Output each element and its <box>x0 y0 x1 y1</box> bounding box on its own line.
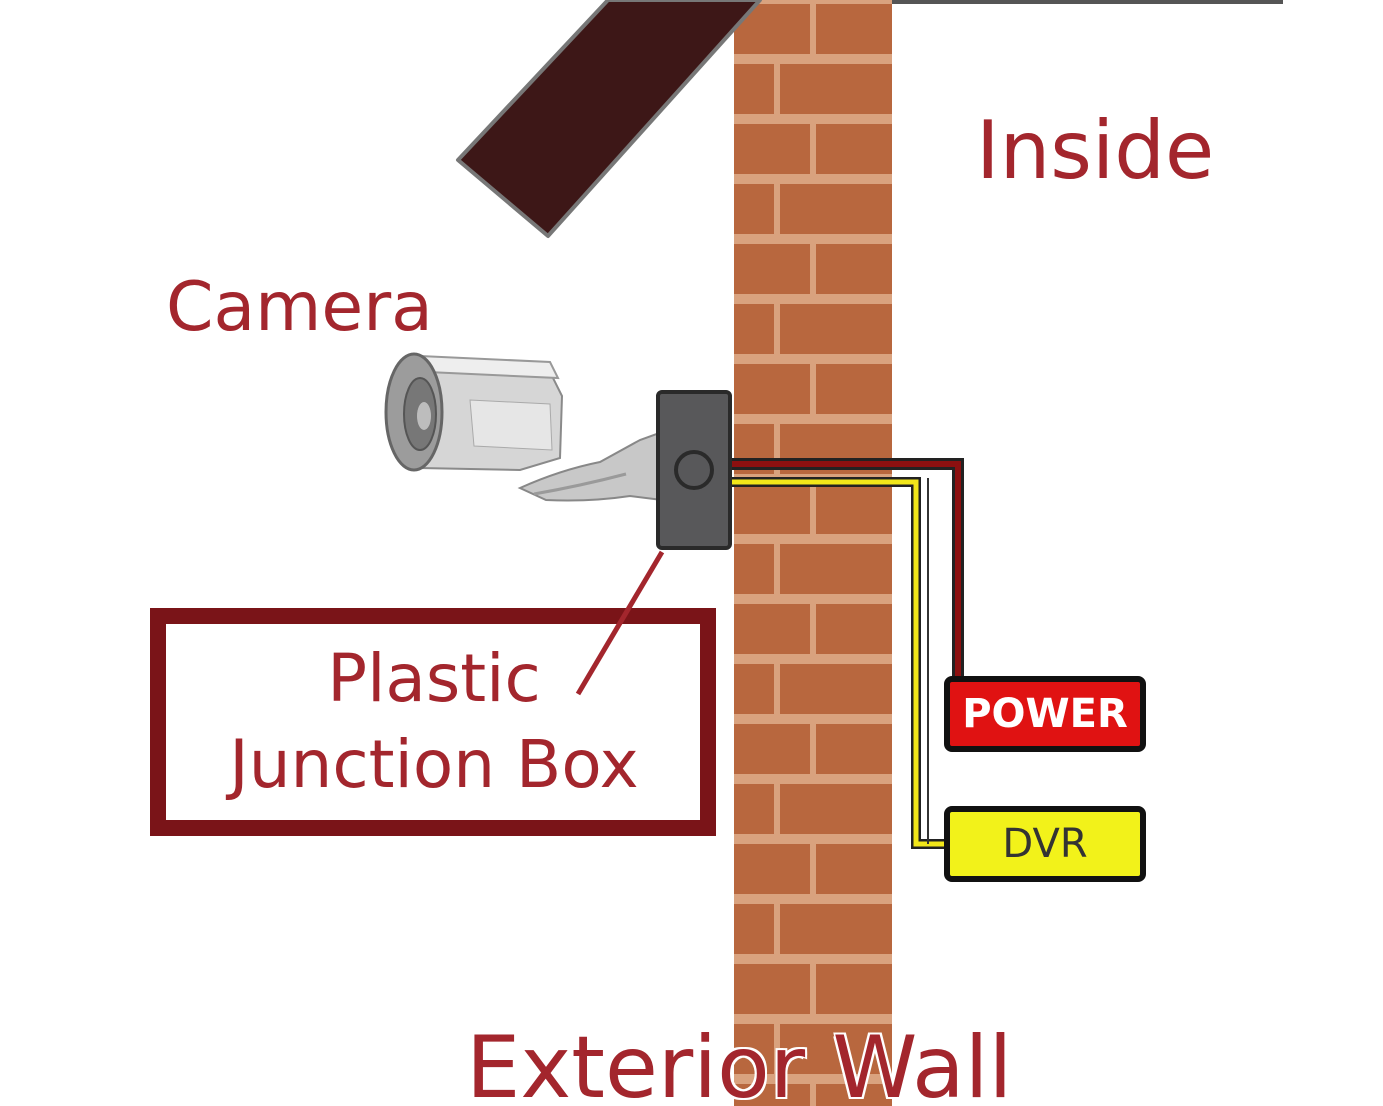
brick <box>734 604 810 654</box>
brick <box>780 1024 892 1074</box>
brick <box>816 844 892 894</box>
brick <box>734 364 810 414</box>
brick <box>734 484 810 534</box>
brick <box>816 724 892 774</box>
brick <box>734 784 774 834</box>
junction-box-callout <box>150 608 716 836</box>
brick <box>734 964 810 1014</box>
brick <box>734 724 810 774</box>
brick <box>816 364 892 414</box>
brick <box>734 544 774 594</box>
brick <box>734 64 774 114</box>
ceiling-line <box>890 0 1283 4</box>
brick <box>816 124 892 174</box>
brick <box>734 1024 774 1074</box>
brick <box>734 1084 810 1106</box>
brick-wall <box>734 0 892 1106</box>
junction-box-icon <box>656 390 732 550</box>
brick <box>816 244 892 294</box>
brick <box>734 244 810 294</box>
brick <box>816 964 892 1014</box>
brick <box>816 484 892 534</box>
brick <box>780 664 892 714</box>
power-tag: POWER <box>944 676 1146 752</box>
brick <box>816 4 892 54</box>
brick <box>780 184 892 234</box>
brick <box>780 64 892 114</box>
brick <box>734 184 774 234</box>
brick <box>734 904 774 954</box>
inside-label: Inside <box>976 104 1215 197</box>
junction-box <box>656 390 732 550</box>
brick <box>734 304 774 354</box>
brick <box>816 604 892 654</box>
dvr-tag: DVR <box>944 806 1146 882</box>
brick <box>780 784 892 834</box>
cable-port <box>674 450 714 490</box>
junction-box-label: Plastic Junction Box <box>184 636 684 808</box>
brick <box>734 844 810 894</box>
bullet-camera-icon <box>384 352 663 502</box>
brick <box>734 664 774 714</box>
callout-pointer <box>575 550 665 696</box>
exterior-wall-label: Exterior Wall <box>466 1018 1013 1106</box>
brick <box>780 304 892 354</box>
junction-box-label-line1: Plastic <box>327 640 541 717</box>
brick <box>816 1084 892 1106</box>
roof-beam <box>456 0 762 238</box>
brick <box>734 124 810 174</box>
brick <box>780 904 892 954</box>
camera-label: Camera <box>166 268 433 347</box>
dvr-wire <box>722 479 946 847</box>
junction-box-label-line2: Junction Box <box>229 726 639 803</box>
brick <box>780 544 892 594</box>
